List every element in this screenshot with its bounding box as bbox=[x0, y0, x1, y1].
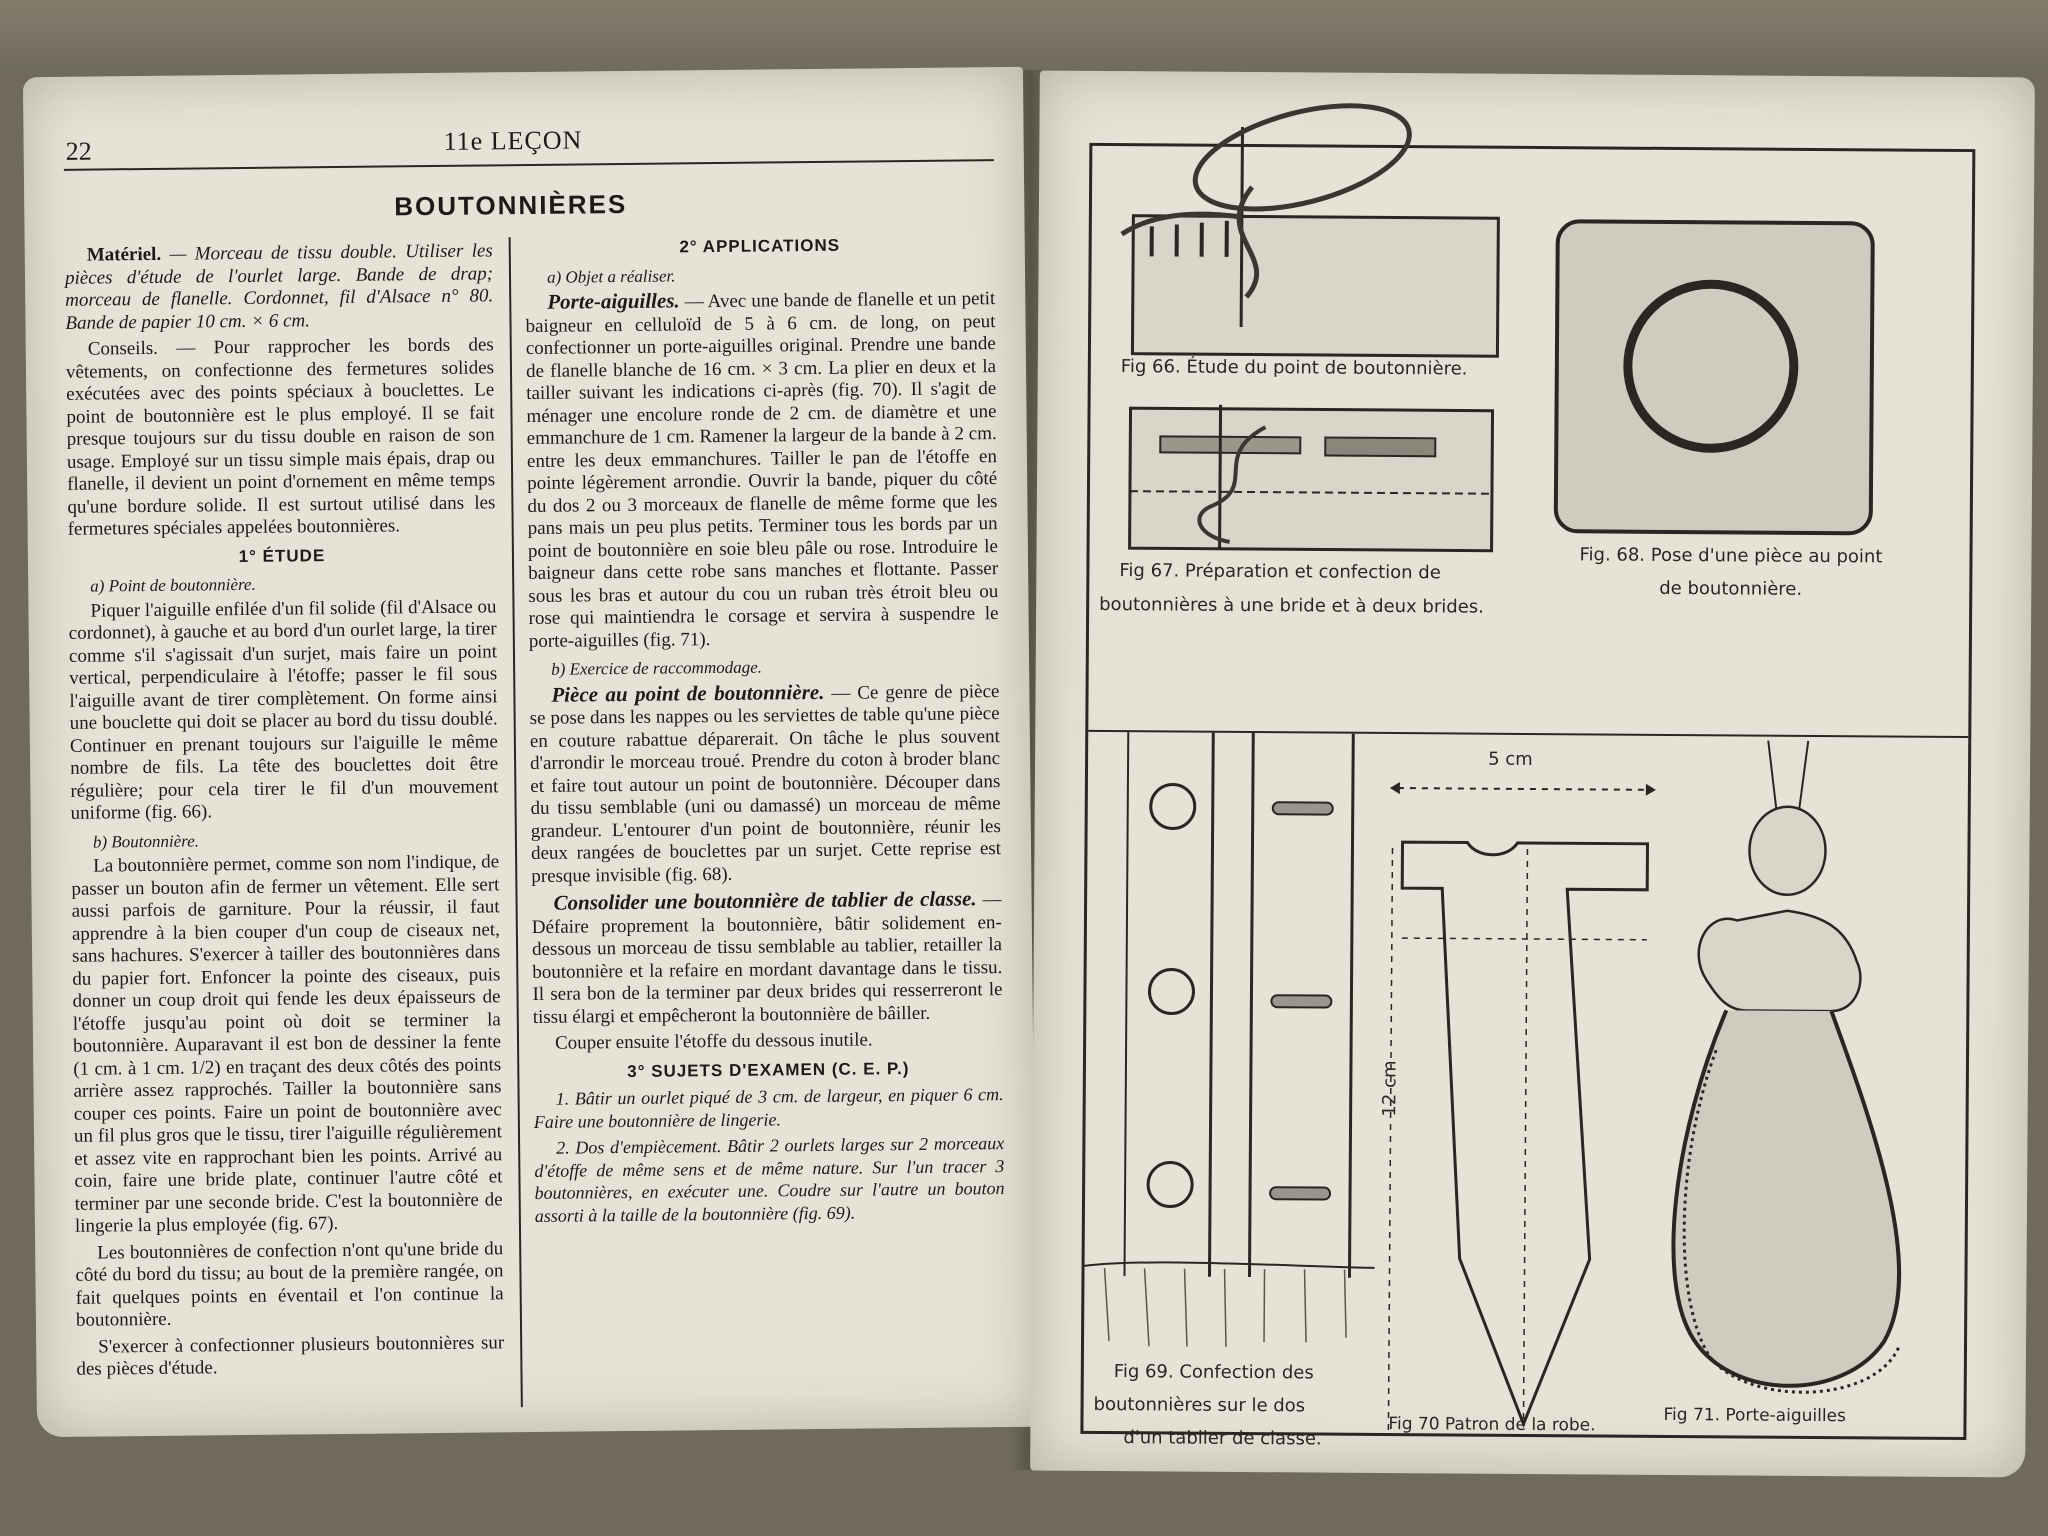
fig71-robe bbox=[1671, 1009, 1902, 1388]
page-number: 22 bbox=[65, 136, 92, 166]
porte-text: — Avec une bande de flanelle et un petit… bbox=[525, 288, 999, 652]
fig70-pattern bbox=[1400, 840, 1650, 1429]
background-shadow bbox=[0, 0, 2048, 75]
materiel-label: Matériel. bbox=[86, 243, 162, 266]
piece-text: — Ce genre de pièce se pose dans les nap… bbox=[529, 680, 1002, 887]
objet-heading: a) Objet a réaliser. bbox=[546, 265, 676, 287]
fig70-width-label: 5 cm bbox=[1488, 748, 1533, 771]
confection-paragraph: Les boutonnières de confection n'ont qu'… bbox=[75, 1237, 504, 1331]
fig68-patch bbox=[1553, 219, 1875, 536]
porte-lead: Porte-aiguilles. bbox=[547, 288, 680, 314]
fig68-caption-1: Fig. 68. Pose d'une pièce au point bbox=[1579, 544, 1883, 568]
fig67-caption-2: boutonnières à une bride et à deux bride… bbox=[1099, 593, 1484, 618]
applications-heading: 2° APPLICATIONS bbox=[679, 235, 841, 257]
etude-heading: 1° ÉTUDE bbox=[238, 545, 326, 566]
point-heading: a) Point de boutonnière. bbox=[90, 574, 256, 596]
left-page: 22 11e LEÇON BOUTONNIÈRES Matériel. — Mo… bbox=[22, 66, 1038, 1438]
fig66-thread-loop bbox=[1192, 103, 1412, 212]
materiel-paragraph: Matériel. — Morceau de tissu double. Uti… bbox=[65, 240, 494, 334]
left-column: Matériel. — Morceau de tissu double. Uti… bbox=[65, 240, 505, 1385]
fig66-caption: Fig 66. Étude du point de boutonnière. bbox=[1120, 356, 1468, 380]
boutonniere-heading: b) Boutonnière. bbox=[92, 830, 200, 852]
conseils-paragraph: Conseils. — Pour rapprocher les bords de… bbox=[65, 334, 496, 540]
fig70-height-dim bbox=[1387, 848, 1394, 1434]
fig67-caption-1: Fig 67. Préparation et confection de bbox=[1119, 560, 1441, 584]
running-head: 11e LEÇON bbox=[443, 125, 583, 156]
fig69-buttons bbox=[1146, 782, 1197, 1208]
fig69-pleats bbox=[1103, 1267, 1347, 1347]
right-page: Fig 66. Étude du point de boutonnière. F… bbox=[1030, 70, 2035, 1478]
lesson-title: BOUTONNIÈRES bbox=[394, 188, 628, 222]
fig66-thread bbox=[1236, 185, 1260, 299]
boutonniere-paragraph: La boutonnière permet, comme son nom l'i… bbox=[71, 851, 503, 1237]
porte-paragraph: Porte-aiguilles. — Avec une bande de fla… bbox=[525, 286, 999, 653]
exercice-heading: b) Exercice de raccommodage. bbox=[551, 657, 763, 679]
fig71-doll-head bbox=[1748, 805, 1827, 897]
fig68-caption-2: de boutonnière. bbox=[1659, 577, 1803, 600]
piece-lead: Pièce au point de boutonnière. bbox=[551, 679, 825, 707]
couper-paragraph: Couper ensuite l'étoffe du dessous inuti… bbox=[554, 1029, 873, 1054]
figures-frame: Fig 66. Étude du point de boutonnière. F… bbox=[1080, 103, 1976, 1450]
consolider-paragraph: Consolider une boutonnière de tablier de… bbox=[531, 886, 1003, 1029]
fig71-doll-body bbox=[1697, 909, 1862, 1013]
fig69-caption-3: d'un tablier de classe. bbox=[1123, 1427, 1322, 1450]
fig70-height-label: 12 cm bbox=[1379, 1060, 1401, 1117]
fig70-caption: Fig 70 Patron de la robe. bbox=[1388, 1414, 1596, 1436]
column-rule bbox=[508, 237, 523, 1408]
right-column: 2° APPLICATIONS a) Objet a réaliser. Por… bbox=[525, 227, 1005, 1231]
fig69-caption-2: boutonnières sur le dos bbox=[1093, 1393, 1306, 1417]
fig70-width-dim bbox=[1397, 787, 1648, 791]
fig66-stitches bbox=[1149, 220, 1229, 257]
fig68-ring bbox=[1623, 279, 1799, 453]
consolider-lead: Consolider une boutonnière de tablier de… bbox=[553, 886, 977, 915]
point-paragraph: Piquer l'aiguille enfilée d'un fil solid… bbox=[68, 595, 499, 824]
figure-drawings bbox=[1084, 103, 1969, 1434]
sujet-1: 1. Bâtir un ourlet piqué de 3 cm. de lar… bbox=[533, 1084, 1004, 1132]
exercer-paragraph: S'exercer à confectionner plusieurs bout… bbox=[76, 1331, 505, 1380]
fig71-caption: Fig 71. Porte-aiguilles bbox=[1663, 1404, 1846, 1427]
piece-paragraph: Pièce au point de boutonnière. — Ce genr… bbox=[529, 679, 1002, 888]
sujet-2: 2. Dos d'empiècement. Bâtir 2 ourlets la… bbox=[534, 1133, 1005, 1226]
fig67-fabric bbox=[1128, 406, 1495, 553]
fig67-buttonhole-2 bbox=[1324, 436, 1437, 458]
fig69-caption-1: Fig 69. Confection des bbox=[1113, 1361, 1314, 1384]
sujets-heading: 3° SUJETS D'EXAMEN (C. E. P.) bbox=[627, 1058, 910, 1081]
fig69-buttonholes bbox=[1269, 801, 1334, 1201]
fig67-buttonhole-1 bbox=[1159, 435, 1302, 455]
header-rule bbox=[63, 159, 994, 171]
